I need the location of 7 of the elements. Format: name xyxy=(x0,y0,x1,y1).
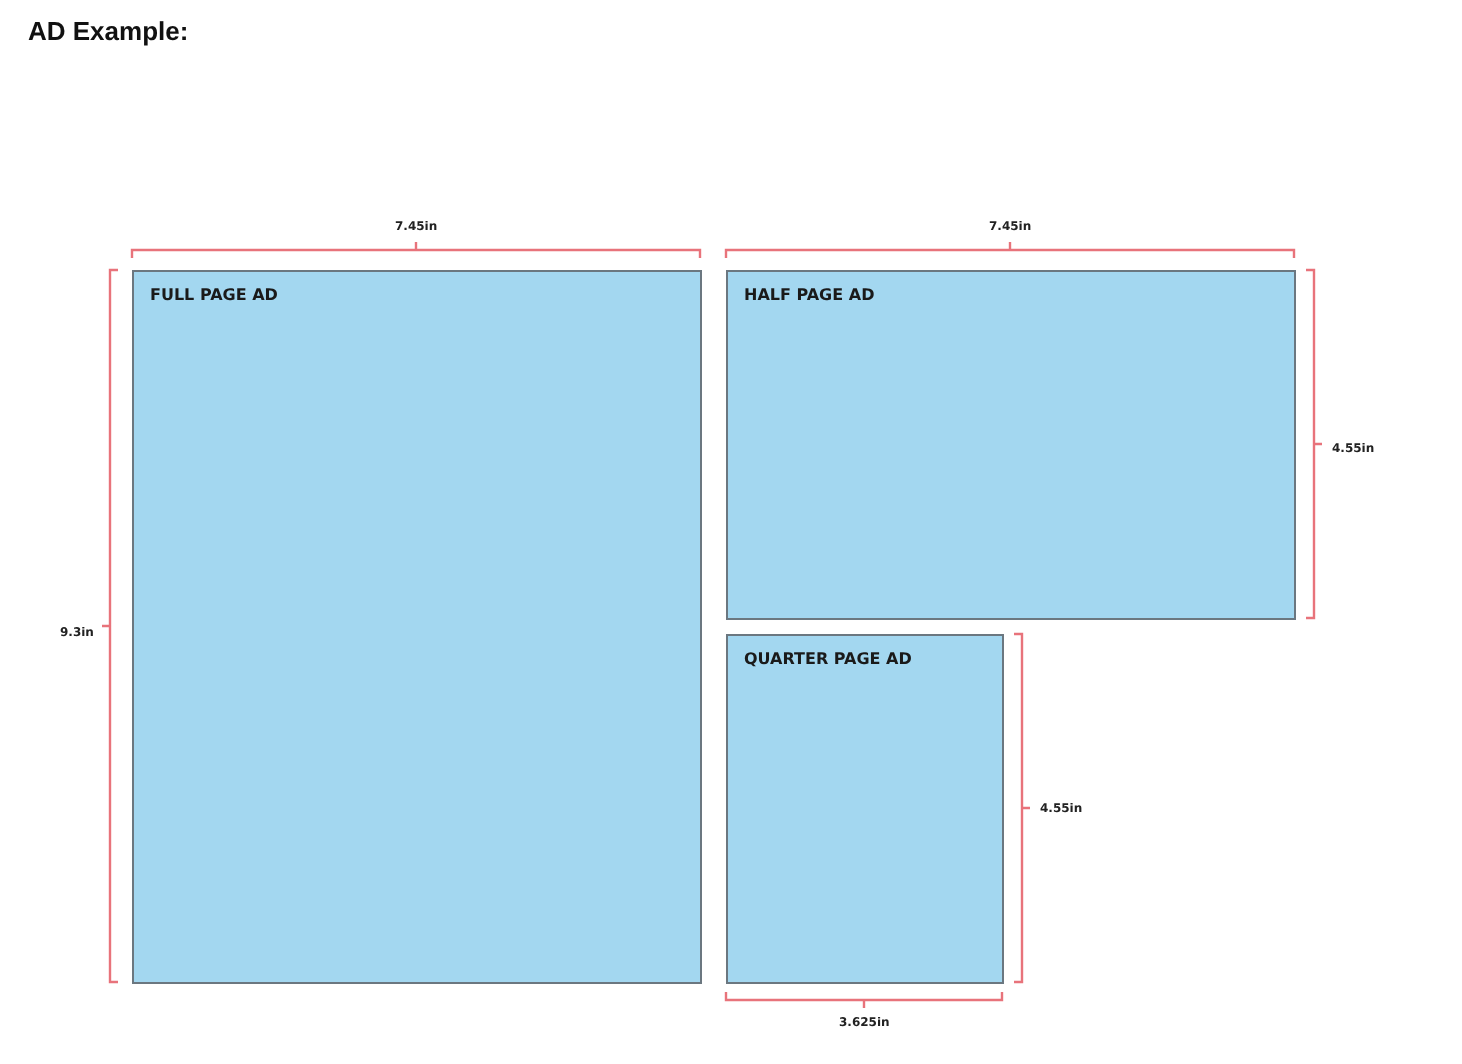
ad-area xyxy=(726,270,1296,620)
ad-name: QUARTER PAGE AD xyxy=(744,650,912,668)
page-title: AD Example: xyxy=(28,16,189,46)
ad-name: HALF PAGE AD xyxy=(744,286,875,304)
ad-area xyxy=(132,270,702,984)
ad-area xyxy=(726,634,1004,984)
ad-name: FULL PAGE AD xyxy=(150,286,278,304)
